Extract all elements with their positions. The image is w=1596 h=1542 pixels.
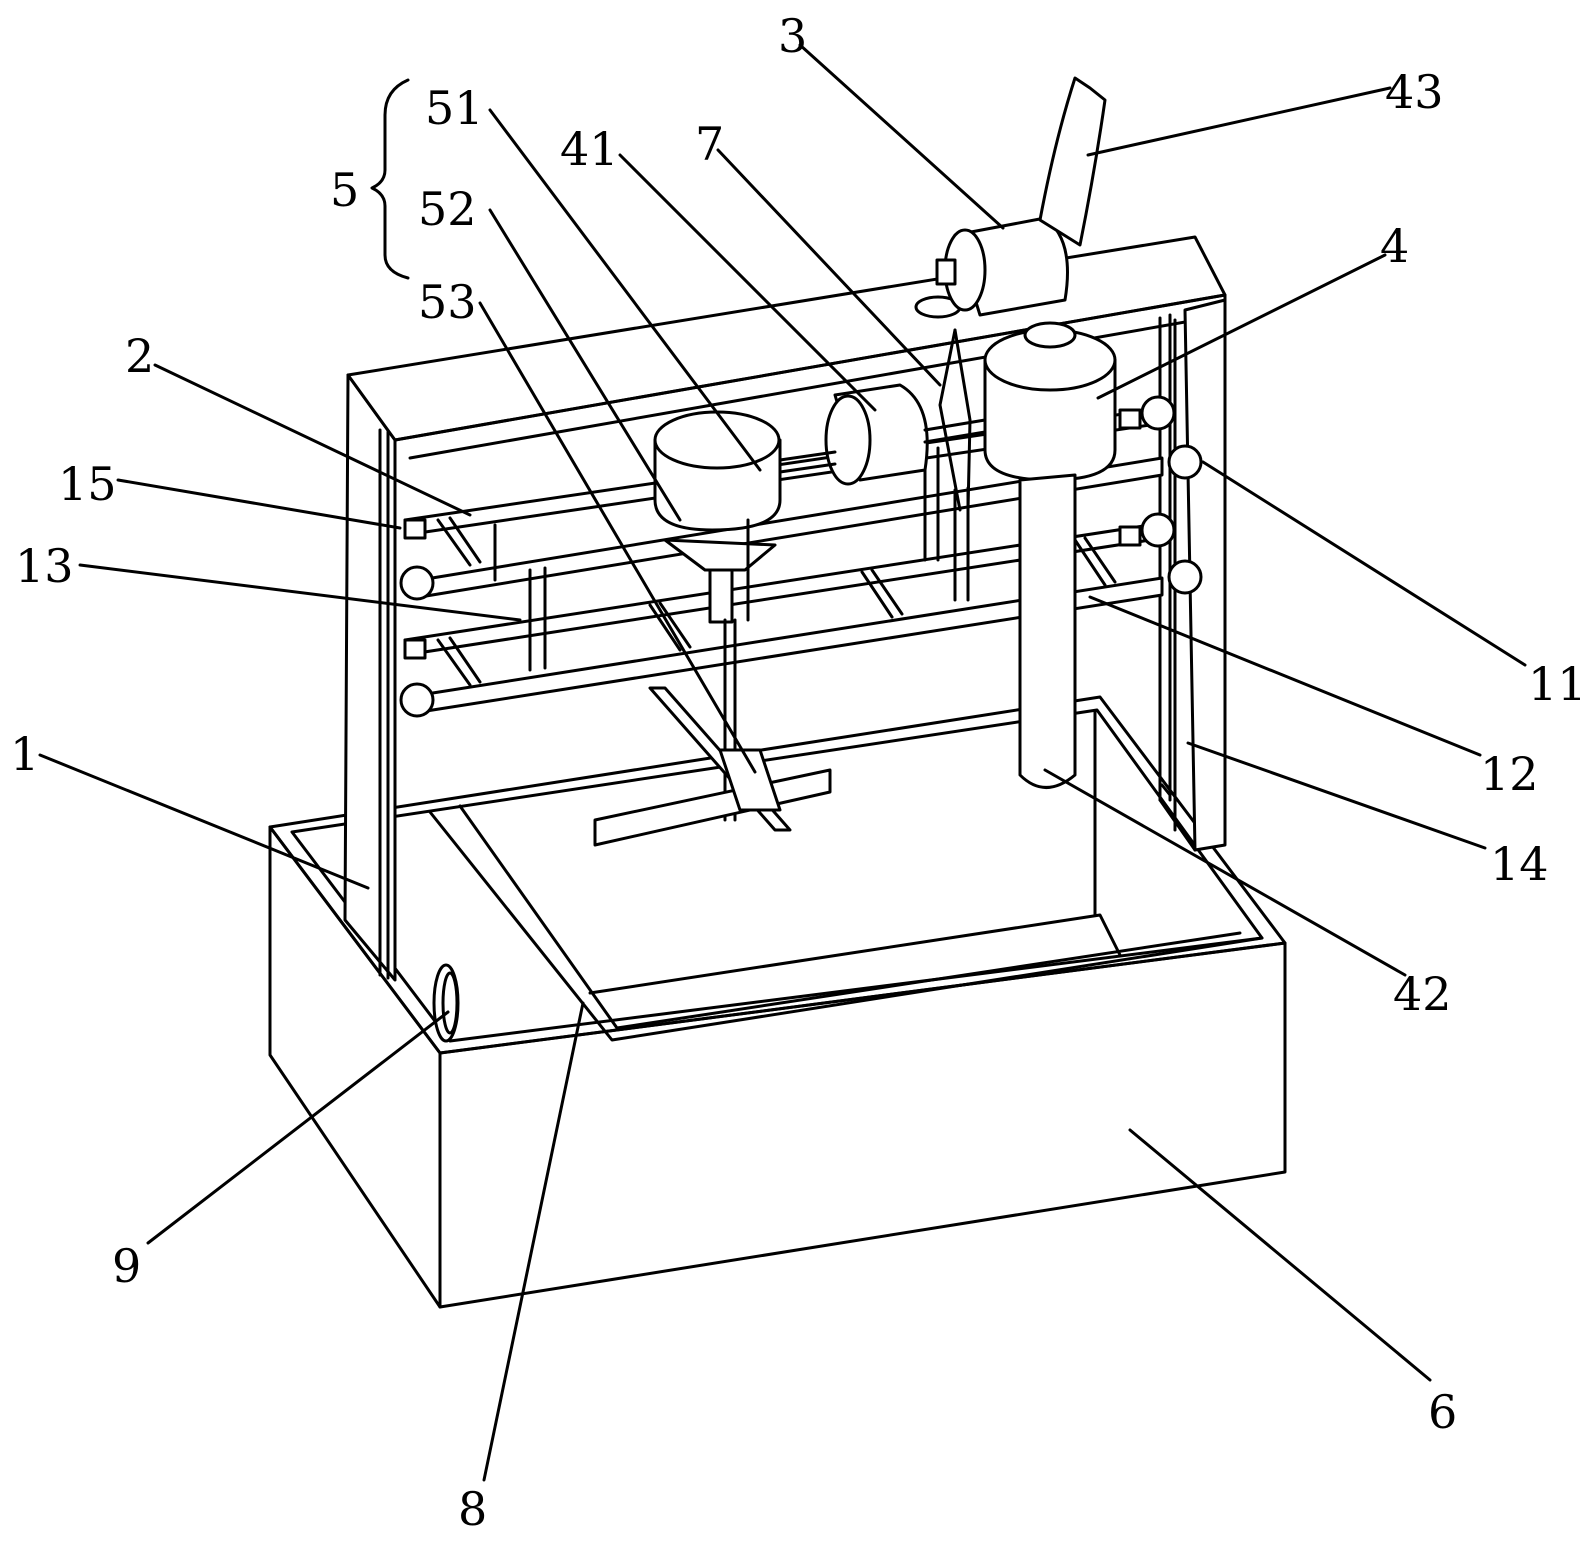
leader-8 [482, 1001, 585, 1482]
slider-block-r1 [1118, 408, 1142, 430]
label-43: 43 [1385, 65, 1444, 119]
tank-inner-wall [428, 810, 1264, 1042]
label-4: 4 [1380, 219, 1409, 273]
label-11: 11 [1528, 657, 1587, 711]
leader-6 [1128, 1128, 1432, 1382]
paddle-53c [718, 748, 782, 812]
hose-43 [1038, 76, 1107, 247]
label-7: 7 [695, 117, 724, 171]
leader-43 [1086, 86, 1392, 157]
upper-cross-1 [436, 518, 472, 567]
slider-block-15b [403, 638, 427, 660]
slider-block-r2 [1118, 525, 1142, 547]
motor-41-face [824, 394, 872, 486]
belt-7 [938, 328, 962, 512]
shaft-41-left-b [778, 462, 837, 474]
lower-cross-3b [870, 568, 904, 616]
motor-3-knob [935, 258, 957, 286]
frame-right-foot [1158, 798, 1197, 852]
leader-15 [116, 478, 402, 530]
tank-top-rim [268, 695, 1287, 1055]
label-9: 9 [112, 1239, 141, 1293]
outlet-pipe-inner [441, 971, 459, 1035]
labels: 3 43 4 51 41 7 5 52 53 2 15 13 11 12 14 … [10, 9, 1587, 1536]
motor-51-top [653, 410, 781, 470]
leader-1 [38, 753, 370, 890]
upper-cross-1b [448, 516, 482, 564]
label-3: 3 [778, 9, 807, 63]
belt-7b [953, 328, 972, 512]
shaft-41-right-b [923, 430, 987, 444]
lower-cross-3 [860, 570, 894, 619]
base-tank [268, 695, 1287, 1309]
top-unit [914, 76, 1107, 319]
leader-41 [618, 153, 877, 412]
lower-cross-4b [1083, 536, 1117, 584]
label-51: 51 [425, 81, 484, 135]
leader-lines [38, 43, 1527, 1482]
lower-cross-1b [448, 636, 482, 684]
roller-left-upper [399, 565, 435, 601]
leader-7 [716, 148, 942, 387]
roller-right-4 [1167, 559, 1203, 595]
label-2: 2 [125, 329, 154, 383]
label-41: 41 [560, 122, 619, 176]
label-52: 52 [418, 182, 477, 236]
leader-2 [153, 363, 472, 517]
label-14: 14 [1490, 837, 1549, 891]
frame-right-foot-2 [1160, 783, 1172, 797]
leader-53 [478, 301, 757, 774]
lifting-assembly [778, 321, 1117, 789]
stirring-assembly [593, 410, 832, 847]
leader-42 [1043, 768, 1407, 977]
label-8: 8 [458, 1482, 487, 1536]
leader-12 [1088, 595, 1482, 757]
leader-14 [1186, 741, 1487, 850]
shaft-41-right [923, 418, 987, 432]
label-12: 12 [1480, 747, 1539, 801]
lower-cross-1 [436, 638, 472, 687]
roller-right-3 [1140, 512, 1176, 548]
roller-left-lower [399, 682, 435, 718]
label-13: 13 [15, 539, 74, 593]
slider-block-15 [403, 518, 427, 540]
roller-right-1 [1140, 395, 1176, 431]
shaft-52 [708, 568, 734, 624]
label-6: 6 [1428, 1385, 1457, 1439]
motor-4-cap [1023, 321, 1077, 349]
lower-cross-2b [658, 601, 692, 649]
leader-13 [78, 563, 522, 622]
lower-cross-2 [648, 603, 682, 652]
lower-cross-4 [1073, 538, 1107, 587]
leader-51 [488, 108, 762, 472]
leader-3 [798, 43, 1005, 230]
label-5: 5 [330, 163, 359, 217]
leader-11 [1201, 460, 1527, 667]
leader-4 [1096, 253, 1387, 400]
column-42 [1018, 473, 1077, 789]
label-42: 42 [1393, 967, 1452, 1021]
shaft-41-left [778, 450, 837, 462]
label-53: 53 [418, 275, 477, 329]
bracket-5 [370, 78, 410, 280]
tank-inner-step [588, 913, 1122, 995]
label-1: 1 [10, 727, 39, 781]
frame-right-post [1183, 298, 1227, 852]
leader-52 [488, 208, 682, 522]
label-15: 15 [58, 457, 117, 511]
leader-9 [146, 1010, 450, 1245]
tank-inner-wall-2 [458, 804, 1242, 1030]
roller-11 [1167, 444, 1203, 480]
